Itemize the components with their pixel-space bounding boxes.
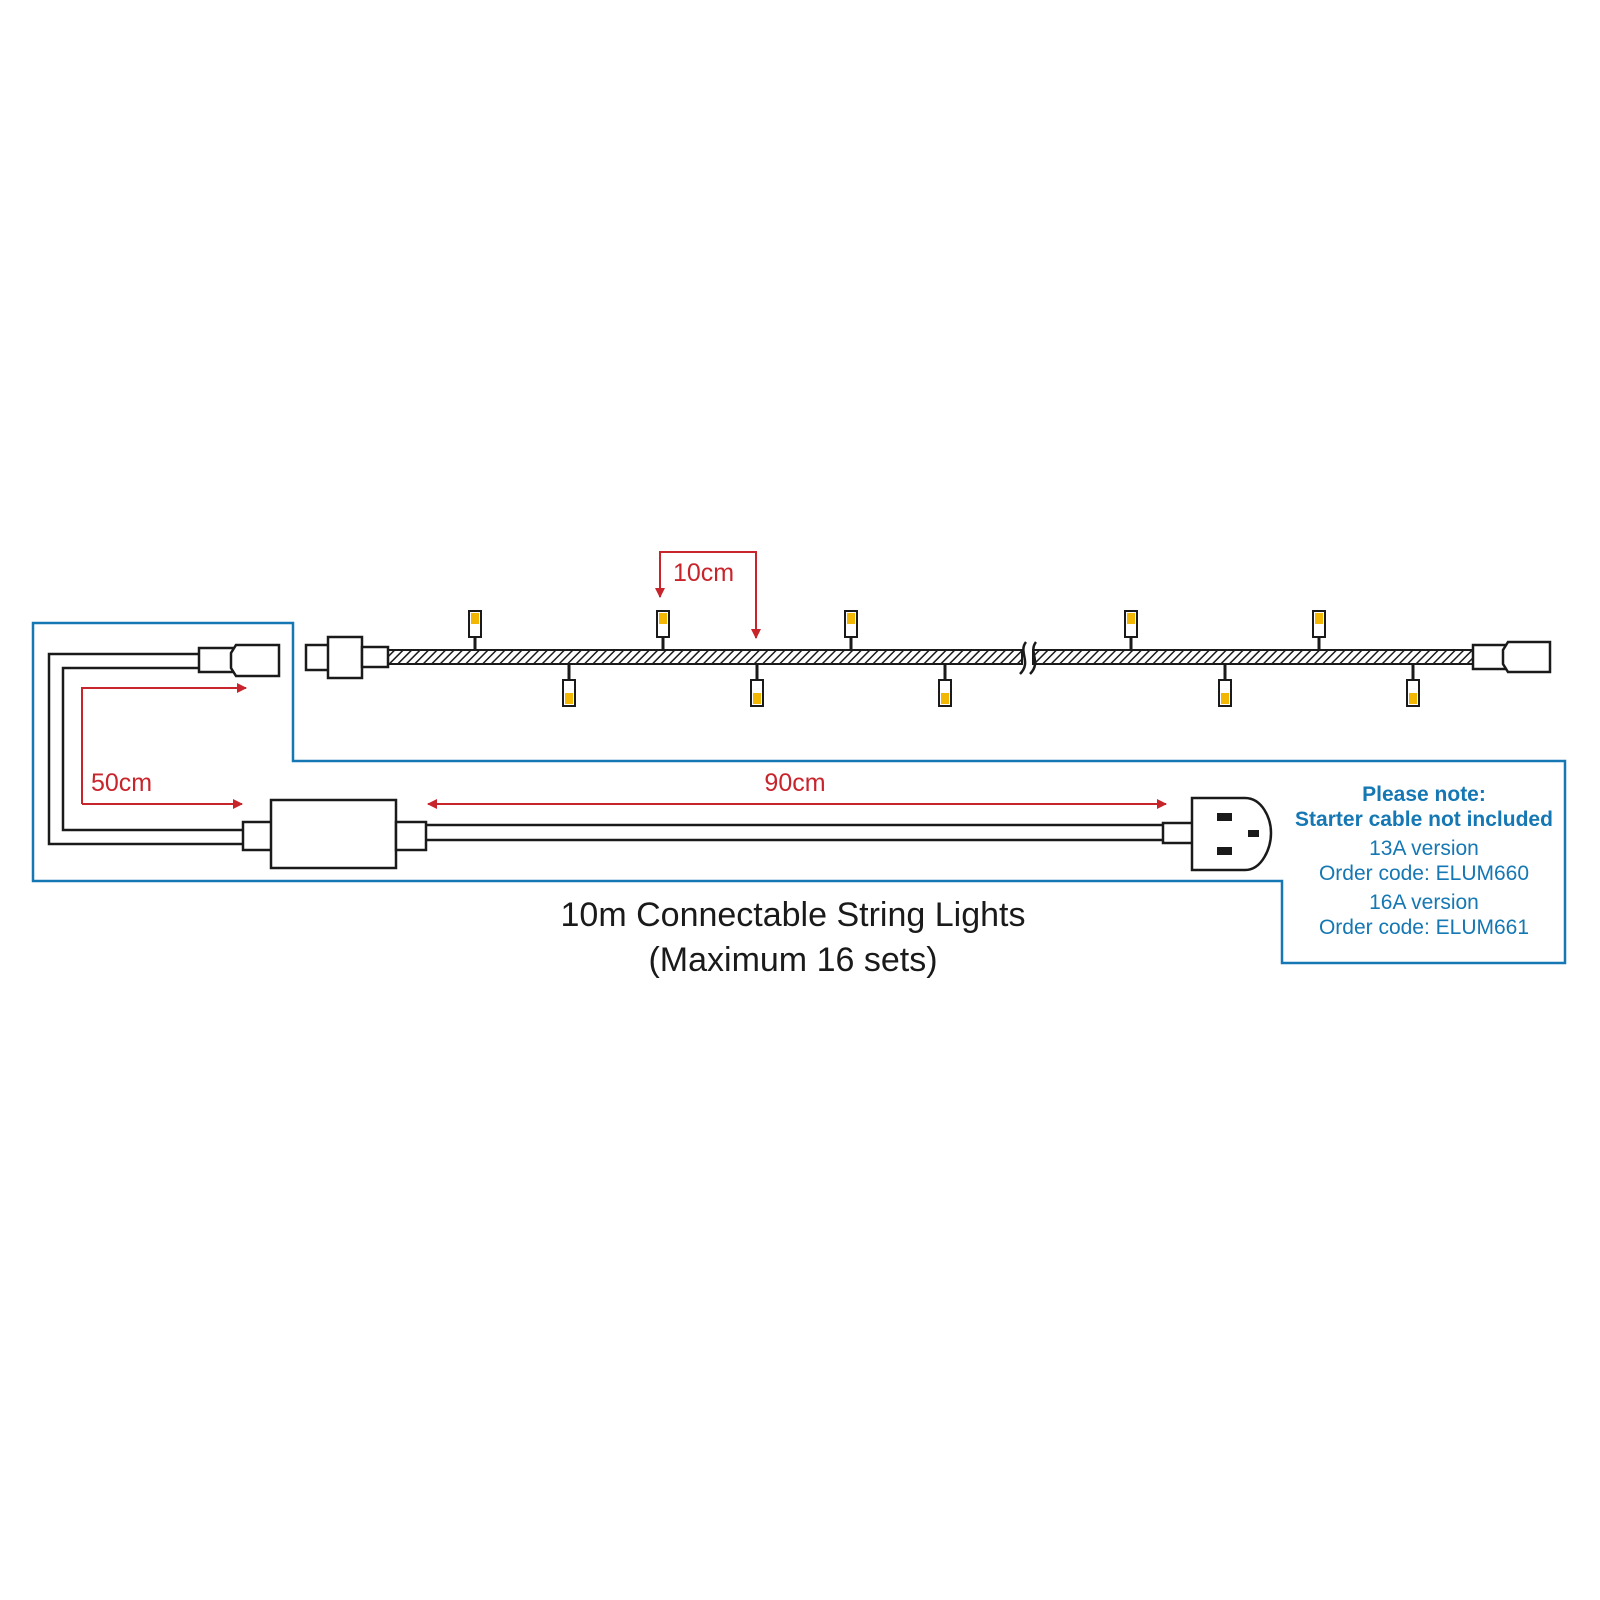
starter-cable-outline — [31, 621, 1567, 965]
female-connector-icon — [1471, 640, 1552, 674]
cable-break-icon — [1019, 641, 1028, 675]
uk-plug-icon — [1161, 796, 1273, 872]
bulb-icon — [562, 664, 576, 707]
bulb-icon — [468, 610, 482, 650]
bulb-icon — [938, 664, 952, 707]
cable-segment-left — [385, 649, 1023, 665]
string-light: 10cm — [304, 551, 1552, 707]
dimension-label-50cm: 50cm — [91, 769, 152, 797]
note-subheading: Starter cable not included — [1295, 808, 1553, 831]
note-16a-code: Order code: ELUM661 — [1319, 916, 1529, 939]
cable-segment-right — [1032, 649, 1476, 665]
dimension-label-10cm: 10cm — [673, 559, 734, 587]
note-heading: Please note: — [1362, 783, 1486, 806]
bulb-icon — [1312, 610, 1326, 650]
bulb-icon — [844, 610, 858, 650]
note-16a-version: 16A version — [1369, 891, 1479, 914]
note-13a-version: 13A version — [1369, 837, 1479, 860]
bulb-icon — [1218, 664, 1232, 707]
dimension-90cm: 90cm — [427, 769, 1167, 809]
male-connector-icon — [304, 635, 390, 680]
lead-cable-outer — [47, 652, 245, 846]
bulb-icon — [1406, 664, 1420, 707]
bulb-icon — [1124, 610, 1138, 650]
diagram-title: 10m Connectable String Lights — [561, 896, 1026, 934]
controller-box — [241, 798, 428, 870]
note-panel: Please note: Starter cable not included … — [1295, 783, 1553, 939]
bulb-icon — [656, 610, 670, 650]
starter-cable: 50cm 90cm — [47, 643, 1273, 872]
dimension-label-90cm: 90cm — [764, 769, 825, 797]
dimension-10cm: 10cm — [655, 551, 761, 639]
note-13a-code: Order code: ELUM660 — [1319, 862, 1529, 885]
lead-connector-icon — [197, 643, 281, 678]
bulb-group — [468, 610, 1420, 707]
bulb-icon — [750, 664, 764, 707]
lead-cable-inner — [61, 666, 245, 832]
dimension-50cm: 50cm — [81, 683, 247, 809]
diagram-subtitle: (Maximum 16 sets) — [648, 941, 937, 979]
